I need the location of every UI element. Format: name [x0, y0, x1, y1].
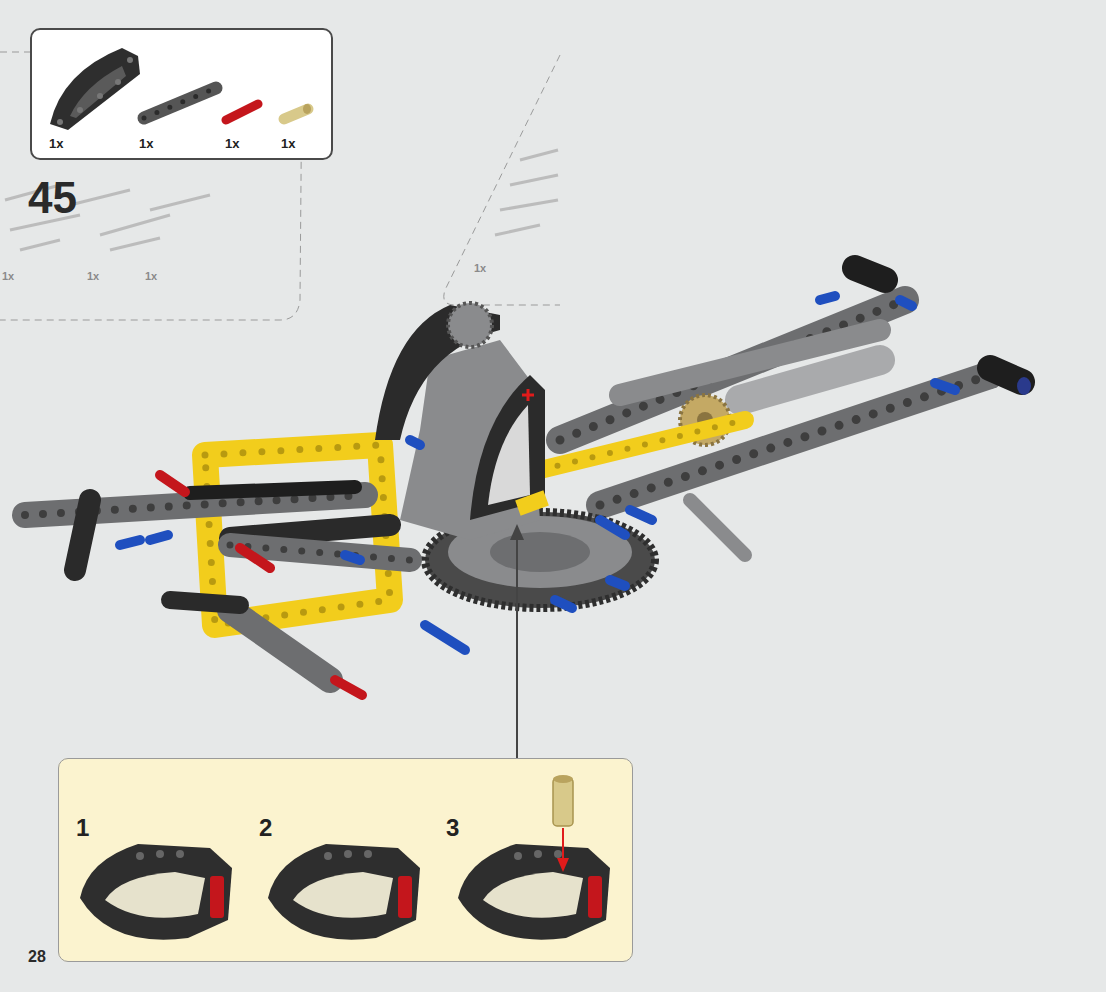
- page-number: 28: [28, 949, 46, 965]
- step-number: 45: [28, 176, 77, 220]
- subassembly-box: 1 2 3: [58, 758, 633, 962]
- ghost-quantity: 1x: [474, 263, 486, 274]
- subassembly-fill: [58, 758, 633, 962]
- part-quantity: 1x: [139, 137, 153, 150]
- part-quantity: 1x: [49, 137, 63, 150]
- subassembly-images: [80, 775, 610, 940]
- parts-box-fill: [30, 28, 333, 160]
- substep-number: 1: [76, 816, 89, 840]
- ghost-quantity: 1x: [145, 271, 157, 282]
- pointer-arrow: [516, 538, 518, 758]
- ghost-quantity: 1x: [2, 271, 14, 282]
- substep-number: 3: [446, 816, 459, 840]
- ghost-parts: [5, 150, 558, 250]
- substep-number: 2: [259, 816, 272, 840]
- parts-list-box: 1x 1x 1x 1x: [30, 28, 333, 160]
- part-quantity: 1x: [225, 137, 239, 150]
- ghost-quantity: 1x: [87, 271, 99, 282]
- model: [25, 268, 1031, 695]
- pointer-arrowhead: [510, 524, 524, 540]
- parts-list-images: [50, 48, 311, 130]
- part-quantity: 1x: [281, 137, 295, 150]
